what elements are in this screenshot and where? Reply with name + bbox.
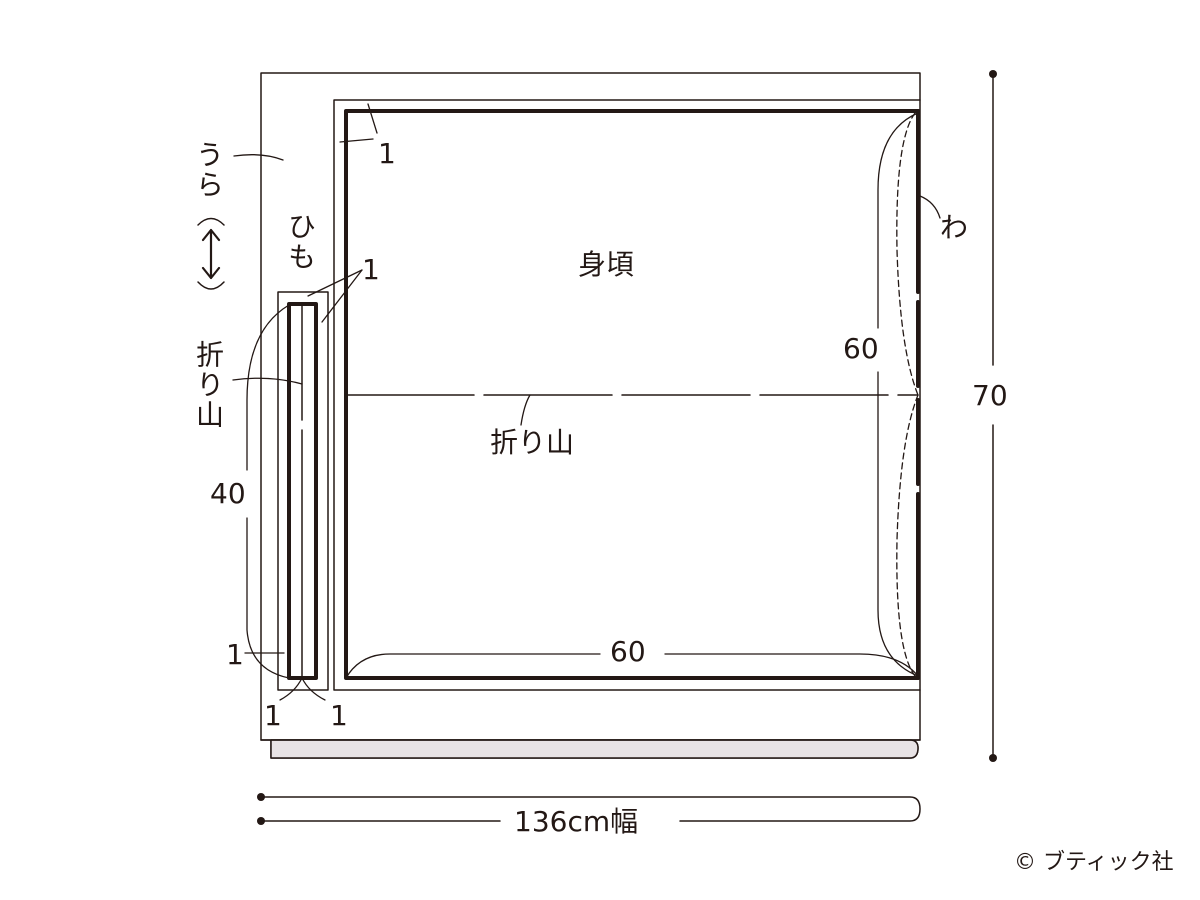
main-piece-seam-allowance <box>333 99 921 691</box>
main-height-label: 60 <box>843 332 879 365</box>
strap-seam-allowance <box>277 291 329 691</box>
fabric-outline <box>260 72 921 741</box>
dim-width-136 <box>260 796 921 822</box>
main-fold-label: 折り山 <box>490 426 575 459</box>
strap-length-label: 40 <box>210 477 246 510</box>
fabric-height-label: 70 <box>972 379 1008 412</box>
strap-name-label: ひも <box>284 212 317 272</box>
fold-curve-lower <box>896 394 919 677</box>
strap-fold-label: 折り山 <box>192 340 225 430</box>
main-width-label: 60 <box>610 635 646 668</box>
dim-width-60 <box>345 653 919 679</box>
main-seam-top-label: 1 <box>378 137 396 170</box>
fabric-width-label: 136cm幅 <box>514 805 639 838</box>
strap-seam-side-label: 1 <box>226 638 244 671</box>
strap-seam-top-label: 1 <box>362 253 380 286</box>
fold-curve-upper <box>896 112 919 396</box>
dim-height-60 <box>877 112 919 677</box>
dim-strap-40 <box>246 304 290 679</box>
grain-arrow-icon <box>201 228 221 280</box>
copyright-label: © ブティック社 <box>1014 850 1174 875</box>
main-piece-name: 身頃 <box>578 248 635 281</box>
strap-seam-bottom-left-label: 1 <box>264 699 282 732</box>
strap-seam-bottom-right-label: 1 <box>330 699 348 732</box>
wa-label: わ <box>940 211 969 244</box>
fabric-side-label: うら <box>192 140 225 200</box>
